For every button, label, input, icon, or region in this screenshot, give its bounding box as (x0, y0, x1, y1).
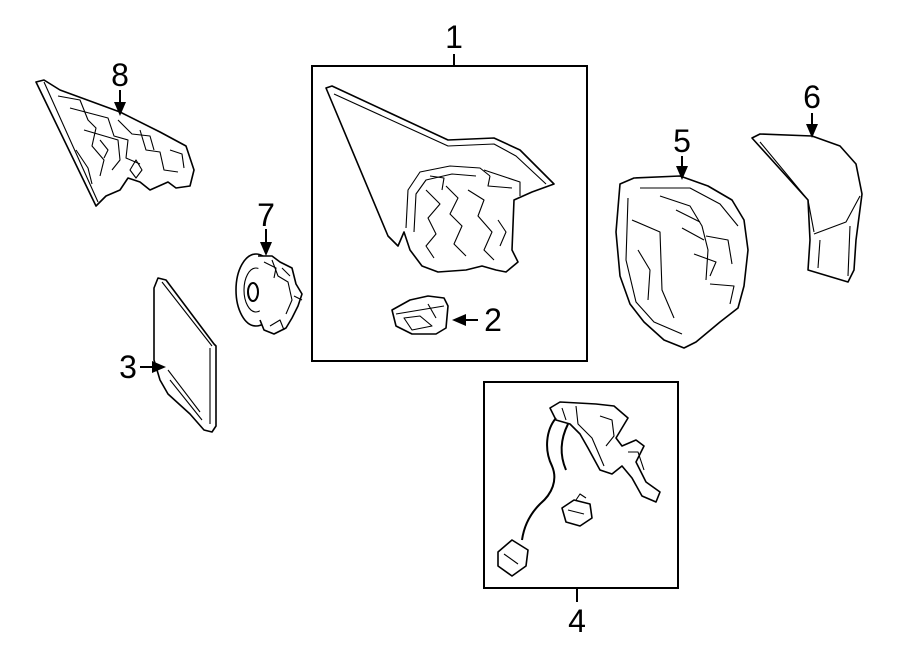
callout-label-1: 1 (445, 19, 463, 55)
arrowhead-6 (806, 124, 818, 138)
callout-label-7: 7 (257, 197, 275, 233)
callout-2: 2 (452, 302, 502, 338)
part-7-actuator (235, 253, 303, 335)
part-4-wire-harness (497, 401, 661, 577)
callout-label-4: 4 (568, 603, 586, 639)
arrowhead-3 (152, 361, 166, 373)
callout-6: 6 (803, 79, 821, 138)
callout-5: 5 (673, 123, 691, 180)
callout-8: 8 (111, 57, 129, 116)
arrowhead-2 (452, 314, 466, 326)
callout-label-2: 2 (484, 302, 502, 338)
part-3-mirror-glass (153, 277, 217, 433)
callout-1: 1 (445, 19, 463, 66)
callout-7: 7 (257, 197, 275, 256)
arrowhead-7 (260, 242, 272, 256)
arrowhead-5 (676, 166, 688, 180)
callout-label-3: 3 (119, 349, 137, 385)
part-8-sail-cover (35, 79, 195, 207)
arrowhead-8 (114, 102, 126, 116)
part-1-mirror-assembly (325, 85, 555, 273)
callout-4: 4 (568, 588, 586, 639)
assembly-box-1 (311, 65, 588, 362)
part-5-mirror-housing (615, 175, 749, 349)
callout-3: 3 (119, 349, 166, 385)
callout-label-6: 6 (803, 79, 821, 115)
callout-label-5: 5 (673, 123, 691, 159)
assembly-box-4 (483, 381, 679, 589)
callout-label-8: 8 (111, 57, 129, 93)
part-2-cap (391, 295, 449, 335)
part-6-cap-cover (751, 133, 863, 283)
